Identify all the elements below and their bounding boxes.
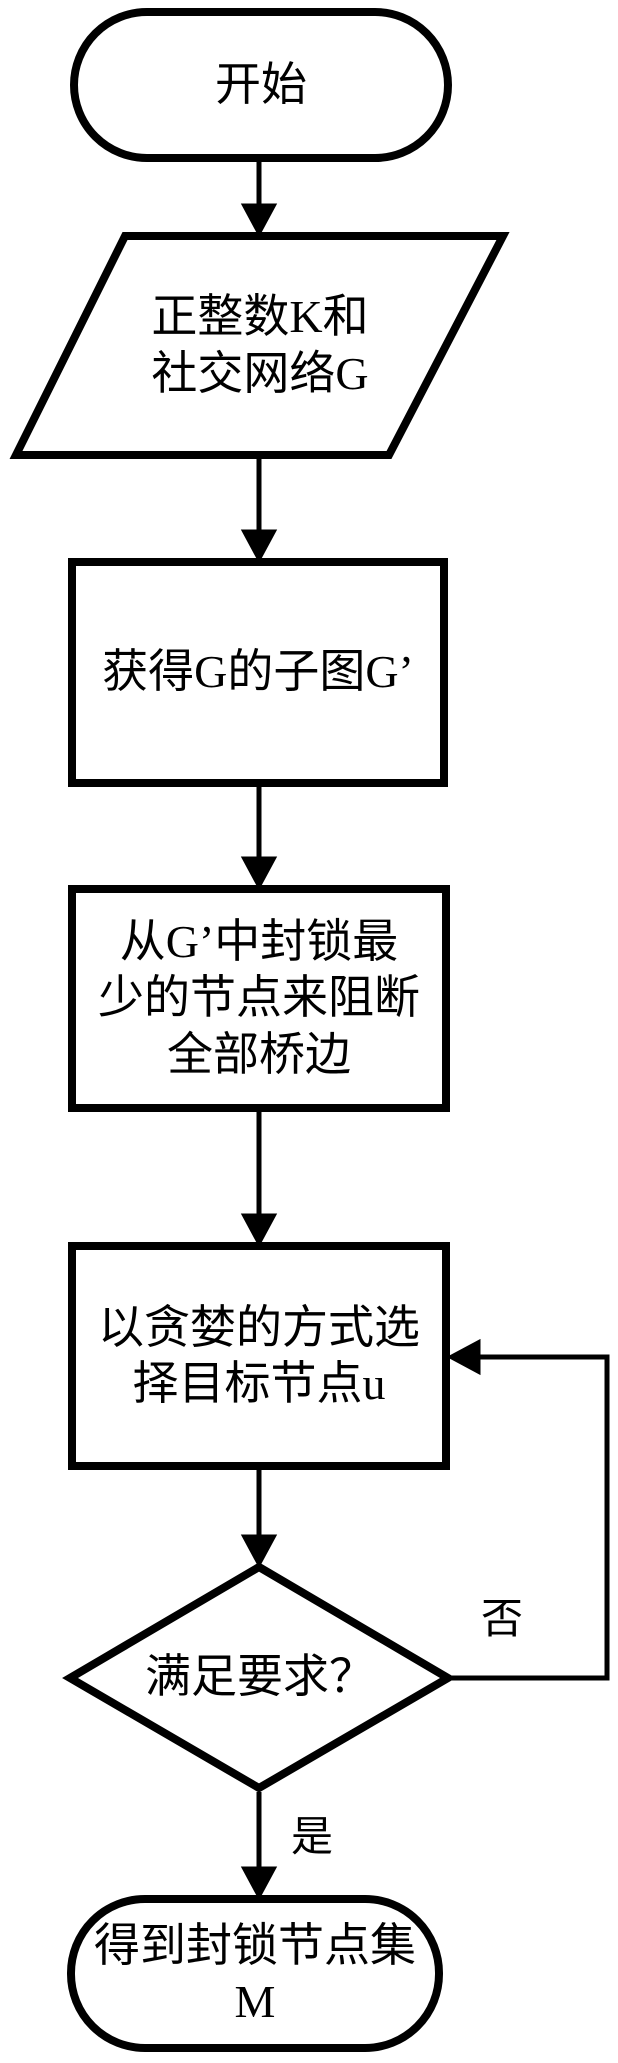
process1-label: 获得G的子图G’ <box>68 558 448 787</box>
yes-branch-label-text: 是 <box>290 1814 333 1861</box>
arrowhead-start-to-input <box>240 203 278 238</box>
arrowhead-decision-to-end <box>240 1866 278 1901</box>
process3-label-line2: 择目标节点u <box>132 1358 386 1409</box>
end-label-line2: M <box>234 1975 276 2027</box>
arrowhead-proc1-to-proc2 <box>240 856 278 891</box>
process2-shape <box>68 885 450 1112</box>
edge-decision-loop-to-proc3 <box>452 1354 610 1681</box>
process3-label-line1: 以贪婪的方式选 <box>98 1301 420 1353</box>
decision-diamond-shape <box>62 1562 456 1793</box>
flowchart-nodes <box>9 8 510 2052</box>
input-label: 正整数K和 社交网络G <box>60 232 460 459</box>
process2-label-line1: 从G’中封锁最 <box>119 916 399 968</box>
no-branch-label-text: 否 <box>480 1596 523 1643</box>
process2-label-line2: 少的节点来阻断 <box>98 972 420 1024</box>
start-terminator-shape <box>70 8 452 162</box>
end-label: 得到封锁节点集 M <box>67 1895 443 2052</box>
process2-label: 从G’中封锁最 少的节点来阻断 全部桥边 <box>68 885 450 1112</box>
decision-label-text: 满足要求？ <box>145 1651 375 1703</box>
arrowhead-decision-loop-to-proc3 <box>446 1338 481 1376</box>
process1-label-text: 获得G的子图G’ <box>102 646 414 698</box>
yes-branch-label: 是 <box>280 1803 344 1863</box>
start-label-text: 开始 <box>215 58 307 110</box>
input-label-line1: 正整数K和 <box>151 291 369 343</box>
arrowhead-input-to-proc1 <box>240 529 278 564</box>
end-label-line1: 得到封锁节点集 <box>94 1920 416 1972</box>
arrowhead-proc3-to-decision <box>240 1534 278 1569</box>
process1-shape <box>68 558 448 787</box>
input-parallelogram-shape <box>9 232 510 459</box>
process3-label: 以贪婪的方式选 择目标节点u <box>68 1242 450 1470</box>
flowchart-edges <box>240 162 610 1901</box>
process2-label-line3: 全部桥边 <box>167 1028 351 1080</box>
arrowhead-proc2-to-proc3 <box>240 1213 278 1248</box>
decision-label: 满足要求？ <box>68 1563 452 1792</box>
no-branch-label: 否 <box>470 1585 534 1645</box>
process3-shape <box>68 1242 450 1470</box>
input-label-line2: 社交网络G <box>151 347 369 399</box>
start-label: 开始 <box>70 8 452 162</box>
end-terminator-shape <box>67 1895 443 2052</box>
